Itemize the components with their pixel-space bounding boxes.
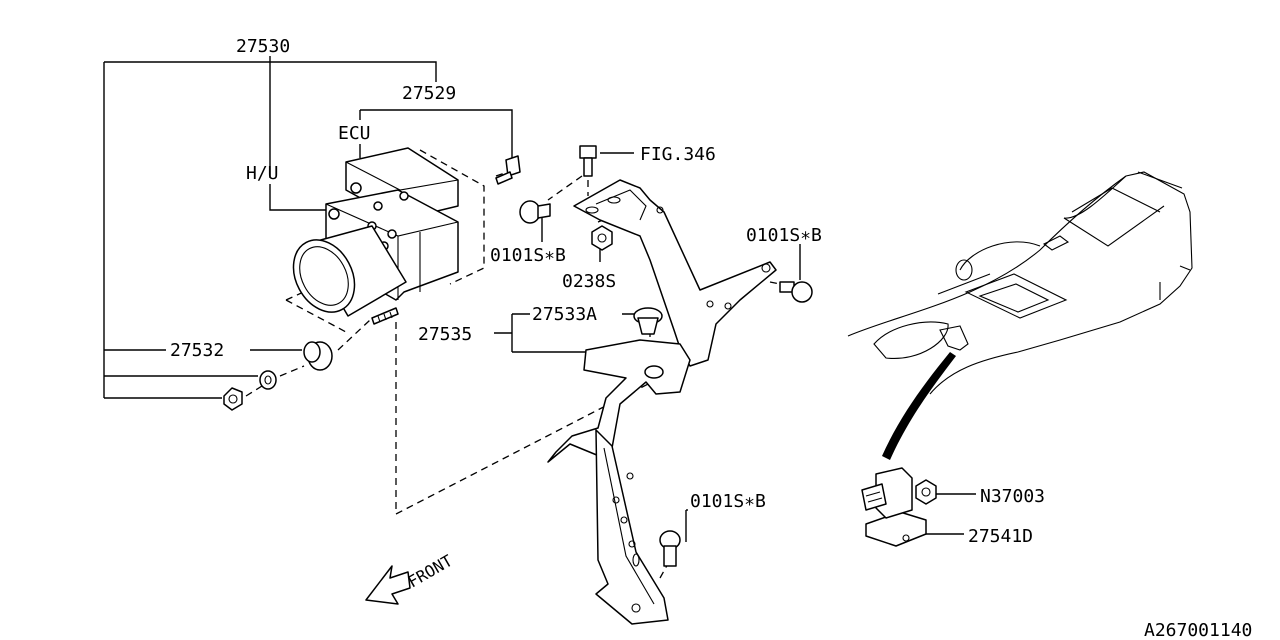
label-27533a: 27533A [532,304,597,325]
center-console [847,171,1193,460]
part-labels: 27530 27529 ECU H/U FIG.346 0101S∗B 0238… [170,36,1252,640]
yaw-rate-sensor [861,467,927,547]
label-0101sb-right: 0101S∗B [746,225,822,246]
nut-icon-0238s [591,225,613,251]
nut-icon [223,387,243,411]
ecu-screw-icon [495,155,521,185]
label-0101sb-left: 0101S∗B [490,245,566,266]
label-fig346: FIG.346 [640,144,716,165]
nut-icon-sensor [915,479,937,505]
label-27541d: 27541D [968,526,1033,547]
label-27530: 27530 [236,36,290,57]
label-27529: 27529 [402,83,456,104]
label-27532: 27532 [170,340,224,361]
hydraulic-unit-with-ecu [292,147,459,325]
label-n37003: N37003 [980,486,1045,507]
bolt-icon-bottom [659,530,681,567]
grommet-icon [633,307,663,335]
bolt-icon-right [779,281,813,303]
bushing-icon [303,341,333,371]
washer-icon [259,370,277,390]
label-0238s: 0238S [562,271,616,292]
label-ecu: ECU [338,123,371,144]
mounting-bracket [547,179,777,625]
label-hu: H/U [246,163,279,184]
front-arrow-icon [365,565,411,605]
diagram-id: A267001140 [1144,620,1252,640]
bolt-icon-left [519,200,551,224]
callout-lines [103,56,976,542]
label-front: FRONT [405,551,457,592]
label-0101sb-bottom: 0101S∗B [690,491,766,512]
label-27535: 27535 [418,324,472,345]
bolt-icon-fig346 [579,145,597,177]
